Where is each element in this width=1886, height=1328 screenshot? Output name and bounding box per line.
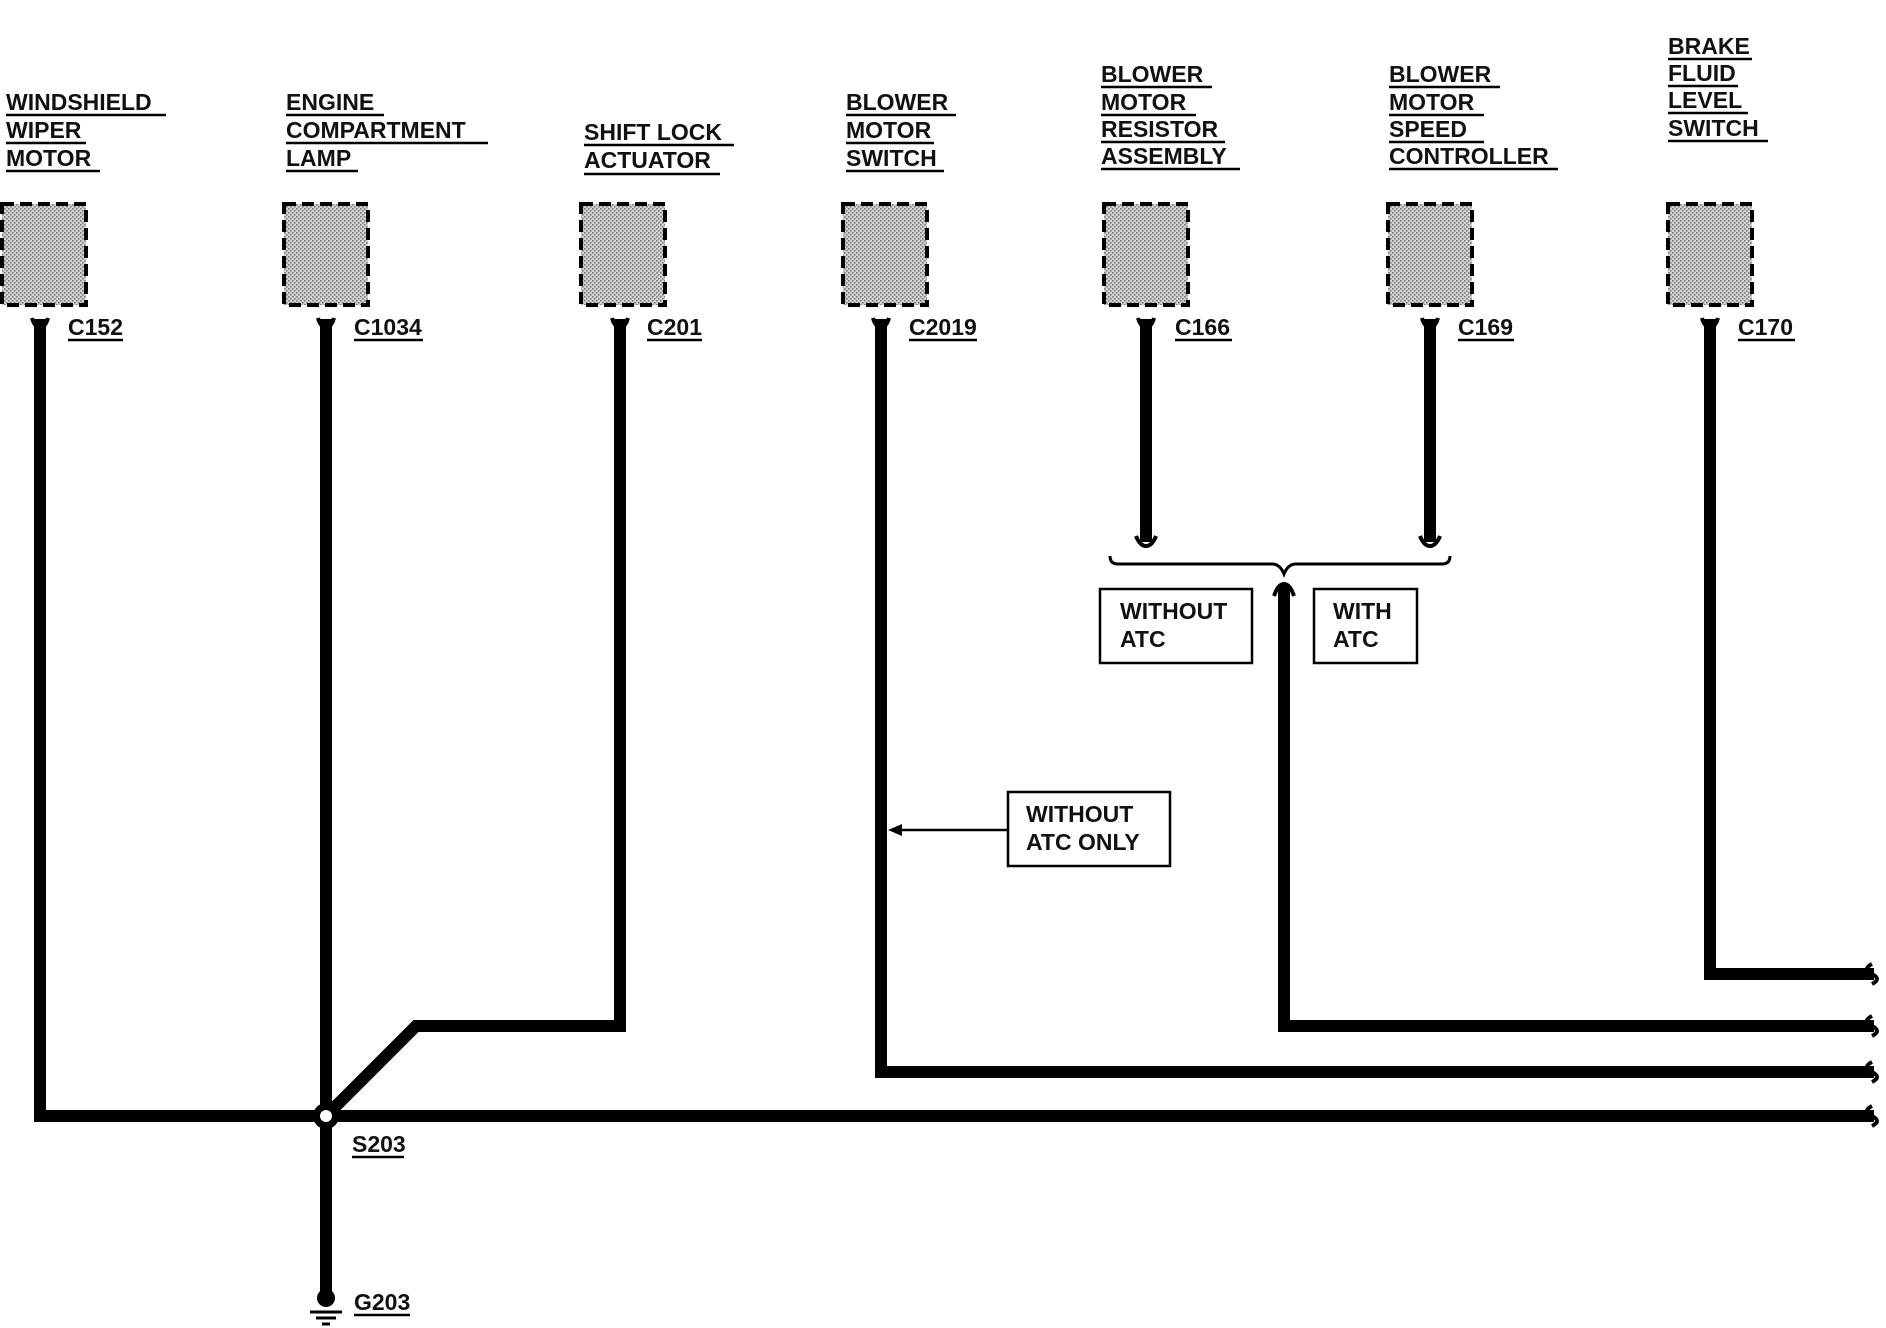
option-text: WITHOUT bbox=[1120, 598, 1227, 624]
wire-continuation-icon bbox=[1865, 1104, 1879, 1128]
label-line: ENGINE bbox=[286, 89, 374, 115]
label-line: BLOWER bbox=[1101, 61, 1204, 87]
label-line: MOTOR bbox=[1101, 89, 1187, 115]
wire-break-icon bbox=[1272, 581, 1296, 597]
option-text: WITH bbox=[1333, 598, 1392, 624]
splice-s203: S203 bbox=[313, 1103, 406, 1159]
wire-continuation-icon bbox=[1865, 1014, 1879, 1038]
label-line: CONTROLLER bbox=[1389, 143, 1549, 169]
label-line: BLOWER bbox=[846, 89, 949, 115]
option-box-without-atc: WITHOUT ATC bbox=[1098, 587, 1254, 665]
component-box-blower-motor-resistor-assembly bbox=[1102, 202, 1190, 307]
splice-node-center bbox=[320, 1110, 332, 1122]
option-brace-icon bbox=[1108, 555, 1452, 579]
label-line: FLUID bbox=[1668, 60, 1736, 86]
callout-box-frame bbox=[1006, 790, 1172, 868]
callout-text: WITHOUT bbox=[1026, 801, 1133, 827]
option-box-with-atc: WITH ATC bbox=[1312, 587, 1419, 665]
wire-break-icon bbox=[1134, 535, 1158, 549]
label-line: RESISTOR bbox=[1101, 116, 1219, 142]
label-line: SHIFT LOCK bbox=[584, 119, 722, 145]
connector-label-c152: C152 bbox=[68, 314, 123, 340]
component-label-brake-fluid-level-switch: BRAKE FLUID LEVEL SWITCH bbox=[1668, 33, 1768, 143]
wire-blower-motor-switch bbox=[875, 319, 1874, 1078]
callout-text: ATC ONLY bbox=[1026, 829, 1140, 855]
label-line: COMPARTMENT bbox=[286, 117, 466, 143]
wire-break-icon bbox=[1418, 535, 1442, 549]
label-line: MOTOR bbox=[1389, 89, 1475, 115]
connector-label-c170: C170 bbox=[1738, 314, 1793, 340]
component-box-engine-compartment-lamp bbox=[282, 202, 370, 307]
component-label-engine-compartment-lamp: ENGINE COMPARTMENT LAMP bbox=[286, 89, 488, 173]
component-label-blower-motor-switch: BLOWER MOTOR SWITCH bbox=[846, 89, 956, 173]
label-line: SWITCH bbox=[846, 145, 937, 171]
label-line: MOTOR bbox=[846, 117, 932, 143]
label-line: ACTUATOR bbox=[584, 147, 711, 173]
option-box-frame bbox=[1312, 587, 1419, 665]
option-box-frame bbox=[1098, 587, 1254, 665]
connector-label-c166: C166 bbox=[1175, 314, 1230, 340]
wire-windshield-wiper-motor bbox=[34, 319, 330, 1122]
wire-shift-lock-actuator bbox=[327, 319, 626, 1115]
label-line: BLOWER bbox=[1389, 61, 1492, 87]
component-box-shift-lock-actuator bbox=[579, 202, 667, 307]
ground-g203: G203 bbox=[310, 1289, 410, 1326]
connector-label-c2019: C2019 bbox=[909, 314, 977, 340]
ground-eyelet-icon bbox=[317, 1289, 335, 1307]
label-line: WIPER bbox=[6, 117, 82, 143]
component-label-windshield-wiper-motor: WINDSHIELD WIPER MOTOR bbox=[6, 89, 166, 173]
label-line: WINDSHIELD bbox=[6, 89, 152, 115]
splice-label: S203 bbox=[352, 1131, 406, 1157]
component-box-blower-motor-switch bbox=[841, 202, 929, 307]
wire-atc-option-output bbox=[1278, 586, 1874, 1032]
label-line: SWITCH bbox=[1668, 115, 1759, 141]
component-label-blower-motor-resistor-assembly: BLOWER MOTOR RESISTOR ASSEMBLY bbox=[1101, 61, 1240, 171]
option-text: ATC bbox=[1333, 626, 1379, 652]
arrow-left-icon bbox=[888, 824, 902, 836]
label-line: SPEED bbox=[1389, 116, 1467, 142]
component-box-brake-fluid-level-switch bbox=[1666, 202, 1754, 307]
wire-brake-fluid-level-switch bbox=[1704, 319, 1874, 980]
label-line: BRAKE bbox=[1668, 33, 1750, 59]
callout-without-atc-only: WITHOUT ATC ONLY bbox=[888, 790, 1172, 868]
component-label-blower-motor-speed-controller: BLOWER MOTOR SPEED CONTROLLER bbox=[1389, 61, 1558, 171]
label-line: MOTOR bbox=[6, 145, 92, 171]
label-line: LAMP bbox=[286, 145, 351, 171]
option-text: ATC bbox=[1120, 626, 1166, 652]
component-box-blower-motor-speed-controller bbox=[1386, 202, 1474, 307]
label-line: LEVEL bbox=[1668, 87, 1742, 113]
connector-label-c169: C169 bbox=[1458, 314, 1513, 340]
connector-label-c201: C201 bbox=[647, 314, 702, 340]
wire-continuation-icon bbox=[1865, 1060, 1879, 1084]
component-box-windshield-wiper-motor bbox=[0, 202, 88, 307]
ground-label: G203 bbox=[354, 1289, 410, 1315]
component-label-shift-lock-actuator: SHIFT LOCK ACTUATOR bbox=[584, 119, 734, 176]
label-line: ASSEMBLY bbox=[1101, 143, 1227, 169]
connector-label-c1034: C1034 bbox=[354, 314, 422, 340]
wire-continuation-icon bbox=[1865, 962, 1879, 986]
